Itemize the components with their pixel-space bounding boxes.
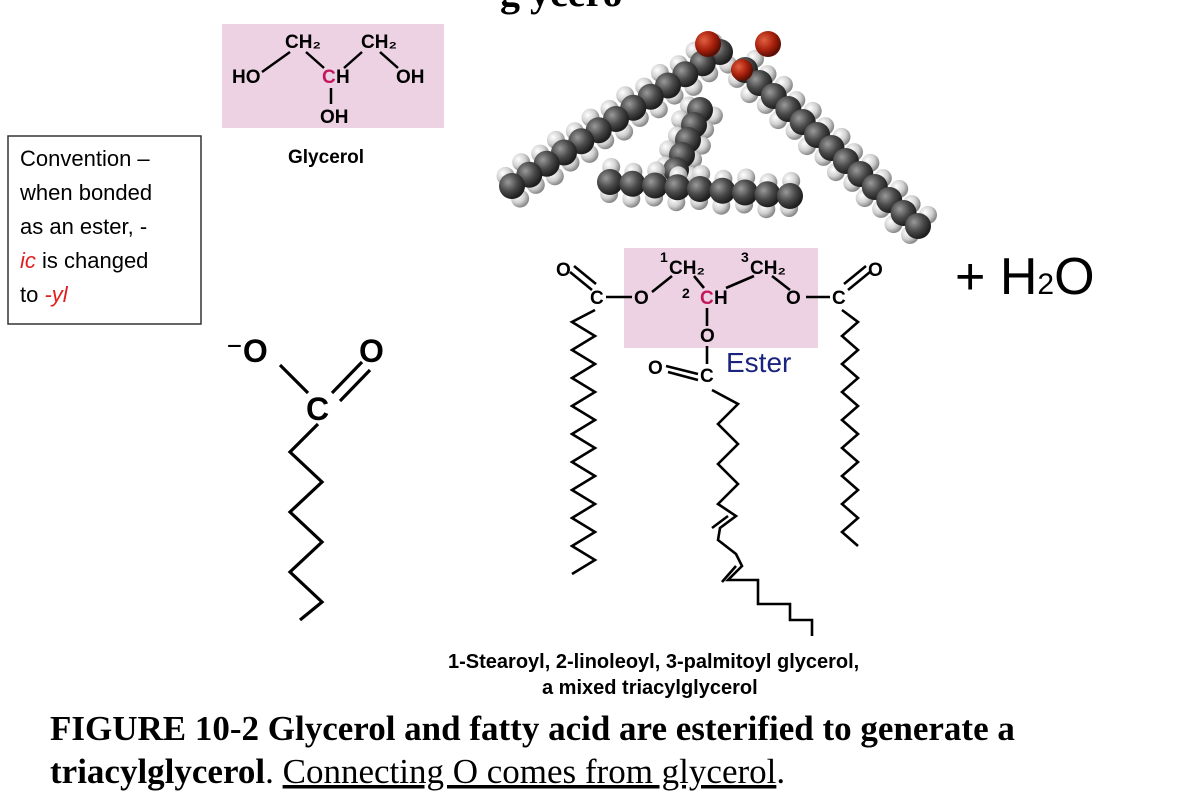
tag-c1-ch2: CH₂ (669, 258, 705, 279)
glycerol-ho: HO (232, 67, 261, 88)
bottom-chain-carbon-atom (687, 176, 713, 202)
glycerol-oh-right: OH (396, 67, 425, 88)
tag-c3-number: 3 (741, 249, 749, 265)
caption-bold-end: triacylglycerol (50, 752, 265, 791)
tag-mid-o: O (700, 326, 715, 347)
glycerol-highlight (222, 24, 444, 128)
tag-chains (569, 308, 861, 636)
glycerol-oh-bottom: OH (320, 107, 349, 128)
bottom-chain-carbon-atom (754, 181, 781, 208)
tag-left-o: O (634, 288, 649, 309)
tag-c3-ch2: CH₂ (750, 258, 786, 279)
space-filling-model (496, 31, 937, 244)
bottom-chain-carbon-atom (777, 183, 803, 209)
convention-to: to (20, 282, 44, 307)
caption-line2: triacylglycerol. Connecting O comes from… (50, 752, 785, 791)
ester-label: Ester (726, 347, 791, 378)
bottom-chain-carbon-atom (732, 179, 758, 206)
caption-sep: . (265, 752, 283, 791)
tag-right-o: O (786, 288, 801, 309)
fatty-acid-structure: ⁻O O C (226, 333, 384, 622)
right-chain-carbon-atom (905, 213, 931, 239)
tag-c1-number: 1 (660, 249, 668, 265)
glycerol-bonds (261, 50, 399, 104)
fatty-acid-c: C (306, 391, 329, 427)
convention-yl: -yl (44, 282, 68, 307)
triacylglycerol-structure: O C O 1 CH₂ 3 CH₂ 2 C H O C O O O C Este… (448, 248, 883, 699)
tag-right-c: C (832, 288, 846, 309)
bottom-chain-carbon-atom (642, 172, 668, 199)
tag-left-c: C (590, 288, 604, 309)
bottom-chain-carbon-atom (664, 174, 691, 201)
bottom-chain-carbon-atom (619, 170, 646, 197)
tag-c2-c: C (700, 288, 714, 309)
tag-name-line1: 1-Stearoyl, 2-linoleoyl, 3-palmitoyl gly… (448, 651, 859, 673)
convention-line2: when bonded (19, 180, 152, 205)
fatty-acid-o-double: O (359, 333, 384, 369)
tag-bonds (569, 264, 871, 382)
bottom-chain-carbon-atom (597, 169, 623, 195)
convention-line4-rest: is changed (36, 248, 149, 273)
water-o: O (1054, 248, 1094, 306)
water-plus-h: + H (955, 248, 1037, 306)
tag-name-line2: a mixed triacylglycerol (542, 677, 758, 699)
convention-line4: ic is changed (20, 248, 148, 273)
glycerol-label: Glycerol (288, 147, 364, 168)
fatty-acid-o-minus: ⁻O (226, 333, 268, 369)
water-subscript: 2 (1037, 268, 1054, 301)
oxygen-atom (731, 59, 753, 81)
convention-line1: Convention – (20, 146, 150, 171)
tag-mid-c: C (700, 366, 714, 387)
tag-right-o-double: O (868, 260, 883, 281)
oxygen-atom (755, 31, 781, 57)
caption-underlined: Connecting O comes from glycerol (283, 752, 777, 791)
bottom-chain-carbon-atom (709, 177, 736, 204)
glycerol-structure: CH₂ CH₂ HO C H OH OH Glycerol (222, 24, 444, 168)
tag-glycerol-highlight (624, 248, 818, 348)
convention-ic: ic (20, 248, 36, 273)
tag-left-o-double: O (556, 260, 571, 281)
tag-mid-o-double: O (648, 358, 663, 379)
convention-line5: to -yl (20, 282, 69, 307)
caption-end: . (776, 752, 785, 791)
fatty-acid-bonds (278, 360, 372, 622)
glycerol-center-h: H (336, 67, 350, 88)
glycerol-ch2-left: CH₂ (285, 32, 321, 53)
caption-line1: FIGURE 10-2 Glycerol and fatty acid are … (50, 709, 1015, 748)
glycerol-ch2-right: CH₂ (361, 32, 397, 53)
figure-caption: FIGURE 10-2 Glycerol and fatty acid are … (50, 709, 1015, 791)
glycerol-center-c: C (322, 67, 336, 88)
convention-line3: as an ester, - (20, 214, 147, 239)
left-chain-carbon-atom (499, 173, 525, 199)
tag-c2-h: H (714, 288, 728, 309)
tag-c2-number: 2 (682, 285, 690, 301)
oxygen-atom (695, 31, 721, 57)
water-product: + H2O (955, 248, 1095, 306)
convention-note: Convention – when bonded as an ester, - … (7, 135, 202, 325)
partial-title: g ycero (500, 0, 623, 15)
convention-box (7, 135, 202, 325)
